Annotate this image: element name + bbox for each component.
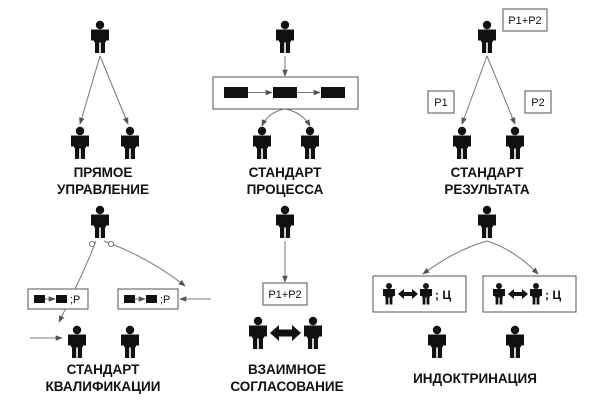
manager-person-icon: [91, 20, 109, 53]
worker-person-icon: [301, 126, 319, 159]
connector-line: [422, 240, 488, 275]
worker-person-icon: [71, 126, 89, 159]
manager-person-icon: [276, 205, 294, 238]
process-block-icon: [273, 87, 297, 98]
panel-process-standard: СТАНДАРТ ПРОЦЕССА: [212, 20, 359, 197]
manager-person-icon: [91, 205, 109, 238]
process-block-icon: [224, 87, 248, 98]
connector-line: [261, 108, 286, 127]
manager-person-icon: [478, 205, 496, 238]
caption-process-line2: ПРОЦЕССА: [247, 182, 324, 197]
caption-direct-line1: ПРЯМОЕ: [74, 165, 133, 180]
values-label-right: ; Ц: [545, 288, 561, 302]
panel-indoctrination: ; Ц ; Ц ИНДОКТРИНАЦИЯ: [372, 205, 577, 386]
skill-label-right: ;P: [160, 294, 170, 306]
worker-person-icon: [453, 126, 471, 159]
connector-line: [58, 240, 97, 323]
worker-person-icon: [304, 316, 322, 349]
connector-line: [284, 108, 311, 127]
caption-result-line1: СТАНДАРТ: [451, 165, 525, 180]
label-box-p1p2: [262, 282, 308, 306]
worker-person-icon: [506, 126, 524, 159]
caption-skills-line2: КВАЛИФИКАЦИИ: [46, 379, 161, 394]
process-block-icon: [124, 295, 135, 303]
label-box-p2: [524, 90, 552, 114]
worker-person-icon: [428, 325, 446, 358]
label-p1p2: P1+P2: [508, 15, 541, 27]
caption-mutual-line2: СОГЛАСОВАНИЕ: [230, 379, 343, 394]
caption-result-line2: РЕЗУЛЬТАТА: [444, 182, 530, 197]
skill-label-left: ;P: [70, 294, 80, 306]
caption-indoctrination: ИНДОКТРИНАЦИЯ: [413, 371, 537, 386]
worker-person-icon: [253, 126, 271, 159]
double-arrow-icon: [508, 289, 528, 299]
caption-direct-line2: УПРАВЛЕНИЕ: [57, 182, 149, 197]
connector-line: [99, 55, 129, 125]
manager-person-icon: [276, 20, 294, 53]
panel-direct-supervision: ПРЯМОЕ УПРАВЛЕНИЕ: [57, 20, 149, 197]
worker-person-icon: [506, 325, 524, 358]
worker-person-icon: [121, 126, 139, 159]
connector-line: [486, 240, 539, 275]
connector-line: [103, 240, 186, 287]
values-label-left: ; Ц: [435, 288, 451, 302]
panel-result-standard: P1+P2 P1 P2 СТАНДАРТ РЕЗУЛЬТАТА: [427, 8, 552, 197]
process-block-icon: [56, 295, 67, 303]
panel-skills-standard: ;P ;P СТАНДАРТ КВАЛИФИКАЦИИ: [27, 205, 211, 394]
process-block-icon: [146, 295, 157, 303]
double-arrow-icon: [398, 289, 418, 299]
label-p2: P2: [531, 97, 544, 109]
manager-person-icon: [478, 20, 496, 53]
label-box-p1: [427, 90, 455, 114]
label-p1p2: P1+P2: [268, 289, 301, 301]
connector-line: [486, 55, 516, 125]
caption-mutual-line1: ВЗАИМНОЕ: [248, 362, 326, 377]
junction-dot: [107, 240, 115, 248]
label-p1: P1: [434, 97, 447, 109]
caption-skills-line1: СТАНДАРТ: [67, 362, 141, 377]
caption-process-line1: СТАНДАРТ: [249, 165, 323, 180]
connector-line: [461, 55, 488, 125]
worker-person-icon: [68, 325, 86, 358]
junction-dot: [88, 240, 96, 248]
worker-person-icon: [249, 316, 267, 349]
label-box-p1p2: [502, 8, 548, 32]
worker-person-icon: [121, 325, 139, 358]
connector-line: [79, 55, 101, 125]
process-block-icon: [321, 87, 345, 98]
process-block-icon: [34, 295, 45, 303]
panel-mutual-adjustment: P1+P2 ВЗАИМНОЕ СОГЛАСОВАНИЕ: [230, 205, 344, 394]
double-arrow-icon: [270, 325, 301, 341]
